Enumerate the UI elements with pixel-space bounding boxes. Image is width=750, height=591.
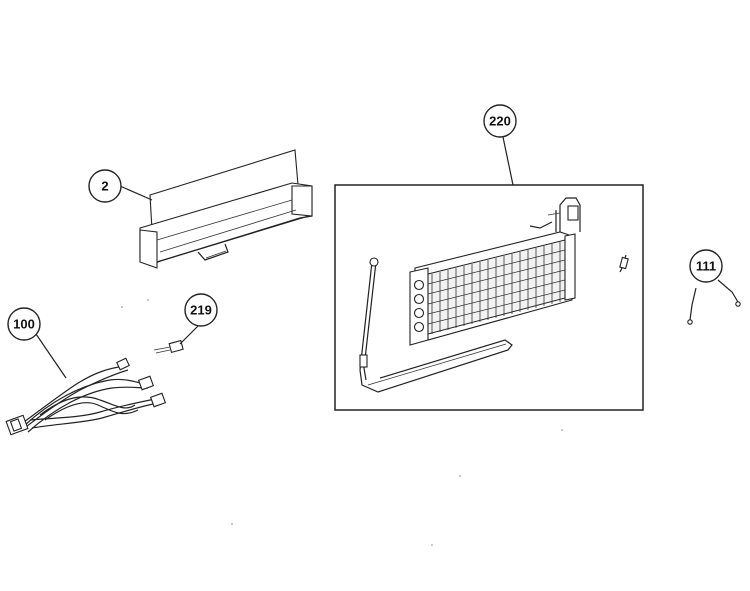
part-219-connector [153, 339, 184, 354]
assembly-frame [334, 184, 644, 411]
part-111-sensor [687, 279, 741, 325]
callout-100: 100 [7, 307, 67, 379]
evaporator-fins [427, 242, 566, 334]
callout-220: 220 [483, 104, 517, 186]
callout-2: 2 [88, 169, 153, 203]
part-2-drain-trough [139, 149, 313, 269]
callout-111-label: 111 [696, 259, 716, 274]
part-100-wire-harness [5, 357, 167, 436]
callout-2-label: 2 [101, 179, 108, 194]
callout-220-label: 220 [489, 114, 511, 129]
callout-100-label: 100 [13, 317, 35, 332]
callout-219-label: 219 [190, 303, 212, 318]
scan-speckles [121, 299, 563, 546]
callout-111: 111 [689, 249, 723, 283]
callout-219: 219 [179, 293, 218, 345]
part-220-evaporator-assembly [334, 184, 644, 411]
